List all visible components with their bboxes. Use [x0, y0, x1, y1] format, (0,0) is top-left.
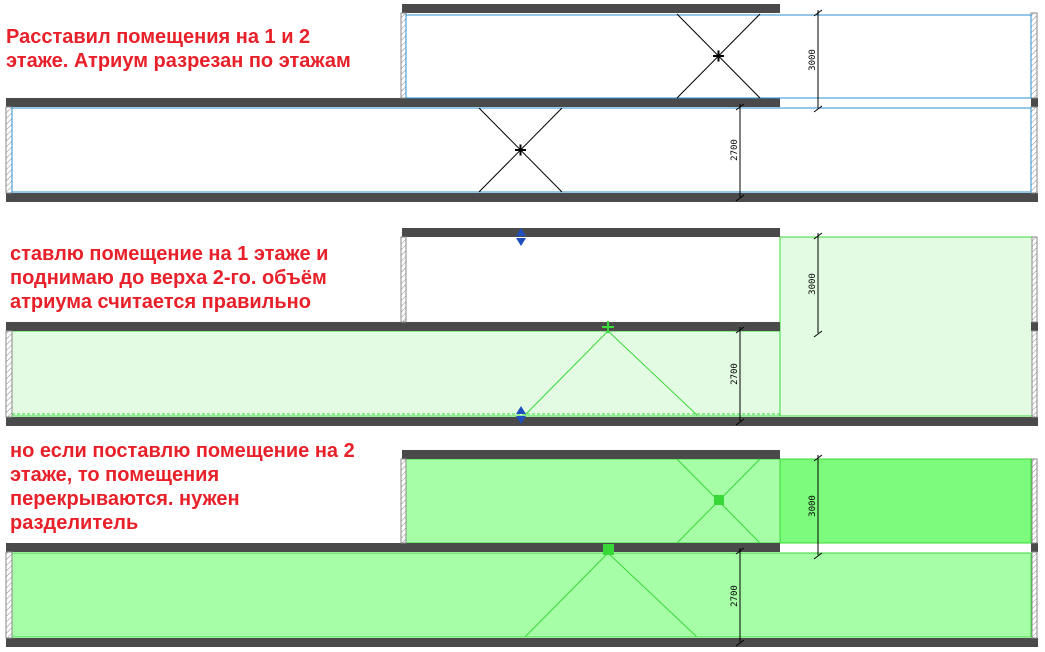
- wall: [5, 330, 13, 418]
- room-center-marker: [602, 321, 614, 333]
- annotation-line: этаже. Атриум разрезан по этажам: [6, 50, 351, 72]
- dimension-tick: [813, 232, 823, 338]
- dimension-label-upper: 3000: [808, 495, 818, 517]
- wall: [1030, 12, 1038, 99]
- floor-2-slab: [6, 543, 780, 552]
- height-grip-top-icon[interactable]: [516, 228, 526, 246]
- room-center-grip[interactable]: [714, 495, 724, 505]
- dimension-label-upper: 3000: [808, 49, 818, 71]
- annotation-overlapping-rooms: но если поставлю помещение на 2 этаже, т…: [10, 439, 355, 535]
- annotation-line: атриума считается правильно: [10, 291, 311, 313]
- annotation-line: но если поставлю помещение на 2: [10, 440, 355, 462]
- wall: [1031, 551, 1038, 639]
- annotation-full-height-room: ставлю помещение на 1 этаже и поднимаю д…: [10, 242, 328, 314]
- room-marker-line: [524, 330, 609, 416]
- wall: [5, 106, 13, 194]
- dimension-tick: [735, 103, 745, 202]
- dimension-label-lower: 2700: [730, 139, 740, 161]
- annotation-line: поднимаю до верха 2-го. объём: [10, 267, 327, 289]
- floor-1-slab: [6, 638, 1038, 647]
- wall: [400, 12, 407, 99]
- annotation-line: разделитель: [10, 512, 139, 534]
- annotation-line: этаже, то помещения: [10, 464, 220, 486]
- room-marker-line: [607, 552, 698, 638]
- roof-slab: [402, 450, 780, 459]
- floor-2-slab-edge: [1031, 543, 1038, 552]
- annotation-line: Расставил помещения на 1 и 2: [6, 26, 311, 48]
- wall: [1031, 458, 1038, 544]
- floor-2-slab-edge: [1031, 98, 1038, 107]
- floor-2-slab-edge: [1031, 322, 1038, 331]
- wall: [400, 236, 407, 323]
- annotation-separate-rooms: Расставил помещения на 1 и 2 этаже. Атри…: [6, 25, 351, 73]
- annotation-line: перекрываются. нужен: [10, 488, 240, 510]
- section-full-height-room: 3000 2700: [5, 228, 1038, 426]
- section-separate-rooms: 3000 2700: [5, 4, 1038, 202]
- dimension-label-lower: 2700: [730, 585, 740, 607]
- wall: [1031, 236, 1038, 323]
- room-center-grip[interactable]: [603, 544, 614, 555]
- room-overlap-fill[interactable]: [779, 458, 1032, 544]
- floor-2-slab: [6, 98, 401, 107]
- floor-1-slab: [6, 193, 1038, 202]
- wall: [5, 551, 13, 639]
- wall: [400, 458, 407, 544]
- floor-2-slab: [6, 322, 780, 331]
- dimension-tick: [735, 547, 745, 647]
- dimension-tick: [813, 454, 823, 560]
- section-overlapping-rooms: 3000 2700: [5, 450, 1038, 647]
- dimension-tick: [813, 9, 823, 113]
- room-center-marker: [713, 50, 724, 62]
- dimension-label-upper: 3000: [808, 273, 818, 295]
- dimension-label-lower: 2700: [730, 363, 740, 385]
- room-floor-1-fill[interactable]: [11, 552, 1032, 638]
- wall: [1031, 330, 1038, 418]
- height-grip-bottom-icon[interactable]: [516, 406, 526, 424]
- room-marker-line: [607, 330, 698, 416]
- room-center-marker: [515, 144, 526, 156]
- annotation-line: ставлю помещение на 1 этаже и: [10, 243, 329, 265]
- room-floor-2-boundary[interactable]: [405, 14, 1032, 99]
- dimension-tick: [735, 326, 745, 426]
- roof-slab: [402, 228, 780, 237]
- wall: [1030, 106, 1038, 194]
- floor-2-slab: [401, 98, 780, 107]
- roof-slab: [402, 4, 780, 13]
- room-marker-line: [524, 552, 609, 638]
- room-floor-1-fill[interactable]: [11, 330, 781, 417]
- room-floor-1-boundary[interactable]: [11, 107, 1032, 193]
